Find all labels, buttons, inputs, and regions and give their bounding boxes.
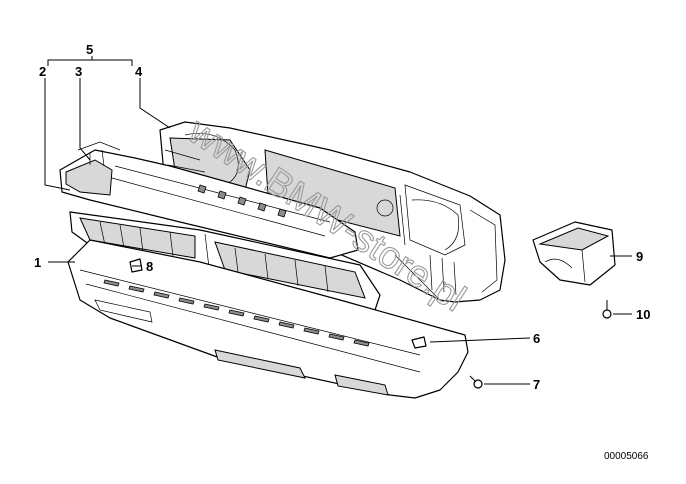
callout-4: 4 — [135, 64, 143, 79]
screw-part-10 — [602, 300, 612, 319]
bumper-vent-slots — [103, 279, 370, 347]
callout-8: 8 — [146, 259, 153, 274]
document-number: 00005066 — [604, 451, 649, 462]
callout-6: 6 — [533, 331, 540, 346]
grille-assembly — [69, 211, 381, 311]
frame-slots — [197, 184, 287, 218]
callout-5: 5 — [86, 42, 93, 57]
callout-9: 9 — [636, 249, 643, 264]
callout-3: 3 — [75, 64, 82, 79]
leader-lines — [44, 56, 632, 385]
callout-1: 1 — [34, 255, 41, 270]
screw-part-7 — [469, 375, 483, 389]
front-bumper-part-1 — [67, 239, 469, 399]
callout-10: 10 — [636, 307, 650, 322]
bracket-part-9 — [532, 221, 616, 286]
callout-7: 7 — [533, 377, 540, 392]
headlight-frame-part-2-3 — [59, 141, 359, 259]
clip-part-6 — [411, 336, 427, 349]
callout-2: 2 — [39, 64, 46, 79]
